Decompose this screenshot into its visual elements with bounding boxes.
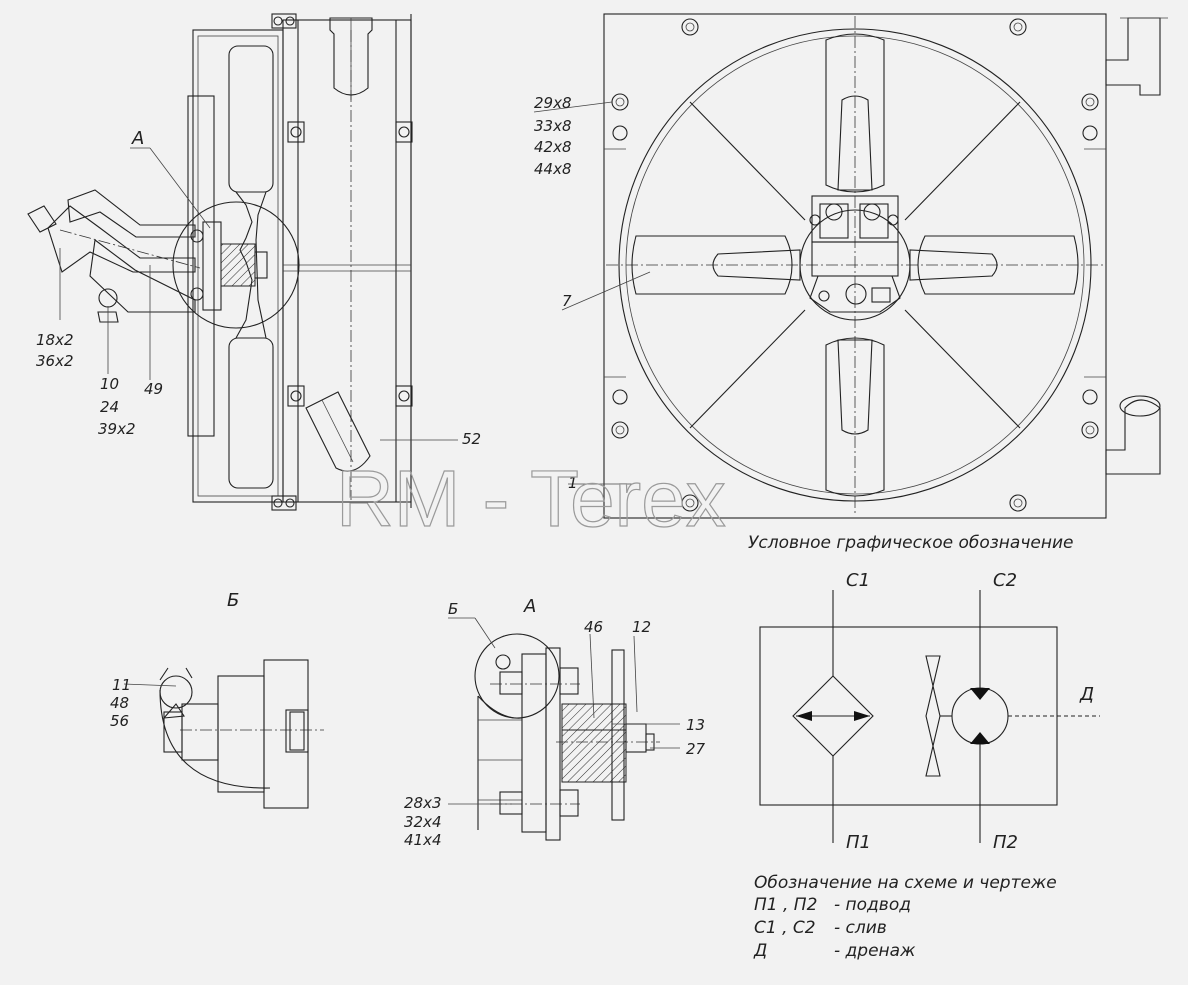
frame-bolt — [271, 13, 297, 29]
callout-28-line2: 32х4 — [404, 813, 442, 831]
detail-a-ref: А — [131, 128, 144, 149]
legend-text-3: - дренаж — [834, 941, 916, 961]
callout-27: 27 — [686, 740, 706, 758]
side-view — [27, 13, 413, 511]
legend-text-2: - слив — [834, 918, 887, 938]
callout-13: 13 — [686, 716, 705, 734]
detail-a-title: А — [523, 596, 536, 617]
callout-11-line3: 56 — [110, 712, 129, 730]
mounting-hole — [681, 18, 699, 36]
watermark: RM - Terex — [336, 454, 726, 543]
legend-code-3: Д — [753, 941, 767, 961]
hydraulic-symbol — [759, 590, 1100, 843]
detail-b-view — [159, 659, 324, 809]
callout-10-line1: 10 — [100, 375, 119, 393]
mounting-hole — [611, 421, 629, 439]
mounting-hole — [1009, 18, 1027, 36]
fan-symbol — [925, 655, 941, 777]
mounting-hole — [1082, 125, 1098, 141]
legend-code-2: С1 , С2 — [754, 918, 816, 938]
mounting-hole — [1081, 421, 1099, 439]
mounting-hole — [611, 93, 629, 111]
mounting-hole — [612, 389, 628, 405]
frame-bolt — [287, 385, 305, 407]
frame-bolt — [395, 121, 413, 143]
text-labels: 29х8 33х8 42х8 44х8 7 1 52 А 18х2 36х2 1… — [36, 94, 1094, 961]
callout-18-line1: 18х2 — [36, 331, 74, 349]
callout-11-line2: 48 — [110, 694, 129, 712]
callout-46: 46 — [584, 618, 603, 636]
mounting-hole — [1009, 494, 1027, 512]
callout-1: 1 — [568, 474, 578, 492]
mounting-hole — [612, 125, 628, 141]
port-c2-label: С2 — [993, 570, 1017, 591]
legend-code-1: П1 , П2 — [754, 895, 817, 915]
callout-28-line1: 28х3 — [404, 794, 442, 812]
callout-28-line3: 41х4 — [404, 831, 442, 849]
callout-10-line2: 24 — [100, 398, 119, 416]
callout-52: 52 — [462, 430, 481, 448]
callout-29-line1: 29х8 — [534, 94, 572, 112]
callout-10-line3: 39х2 — [98, 420, 136, 438]
callout-11-line1: 11 — [112, 676, 131, 694]
legend-text-1: - подвод — [834, 895, 911, 915]
frame-bolt — [287, 121, 305, 143]
callout-7: 7 — [562, 292, 572, 310]
detail-b-title: Б — [227, 590, 239, 611]
grease-nipple — [495, 654, 511, 670]
port-p1-label: П1 — [846, 832, 871, 853]
mounting-hole — [681, 494, 699, 512]
callout-29-line3: 42х8 — [534, 138, 572, 156]
port-p2-label: П2 — [993, 832, 1018, 853]
leader-lines — [59, 101, 680, 805]
front-view — [603, 13, 1168, 519]
callout-29-line2: 33х8 — [534, 117, 572, 135]
frame-bolt — [271, 495, 297, 511]
port-d-label: Д — [1079, 684, 1094, 705]
mounting-hole — [1081, 93, 1099, 111]
detail-a-circle — [172, 201, 300, 329]
frame-bolt — [395, 385, 413, 407]
cooler-symbol — [792, 675, 874, 757]
port-c1-label: С1 — [846, 570, 870, 591]
mounting-hole — [1082, 389, 1098, 405]
callout-29-line4: 44х8 — [534, 160, 572, 178]
legend-title: Обозначение на схеме и чертеже — [754, 873, 1057, 893]
callout-18-line2: 36х2 — [36, 352, 74, 370]
detail-a-view — [474, 633, 660, 841]
symbol-title: Условное графическое обозначение — [748, 533, 1073, 553]
callout-49: 49 — [144, 380, 163, 398]
callout-12: 12 — [632, 618, 651, 636]
detail-b-ref: Б — [448, 600, 458, 618]
